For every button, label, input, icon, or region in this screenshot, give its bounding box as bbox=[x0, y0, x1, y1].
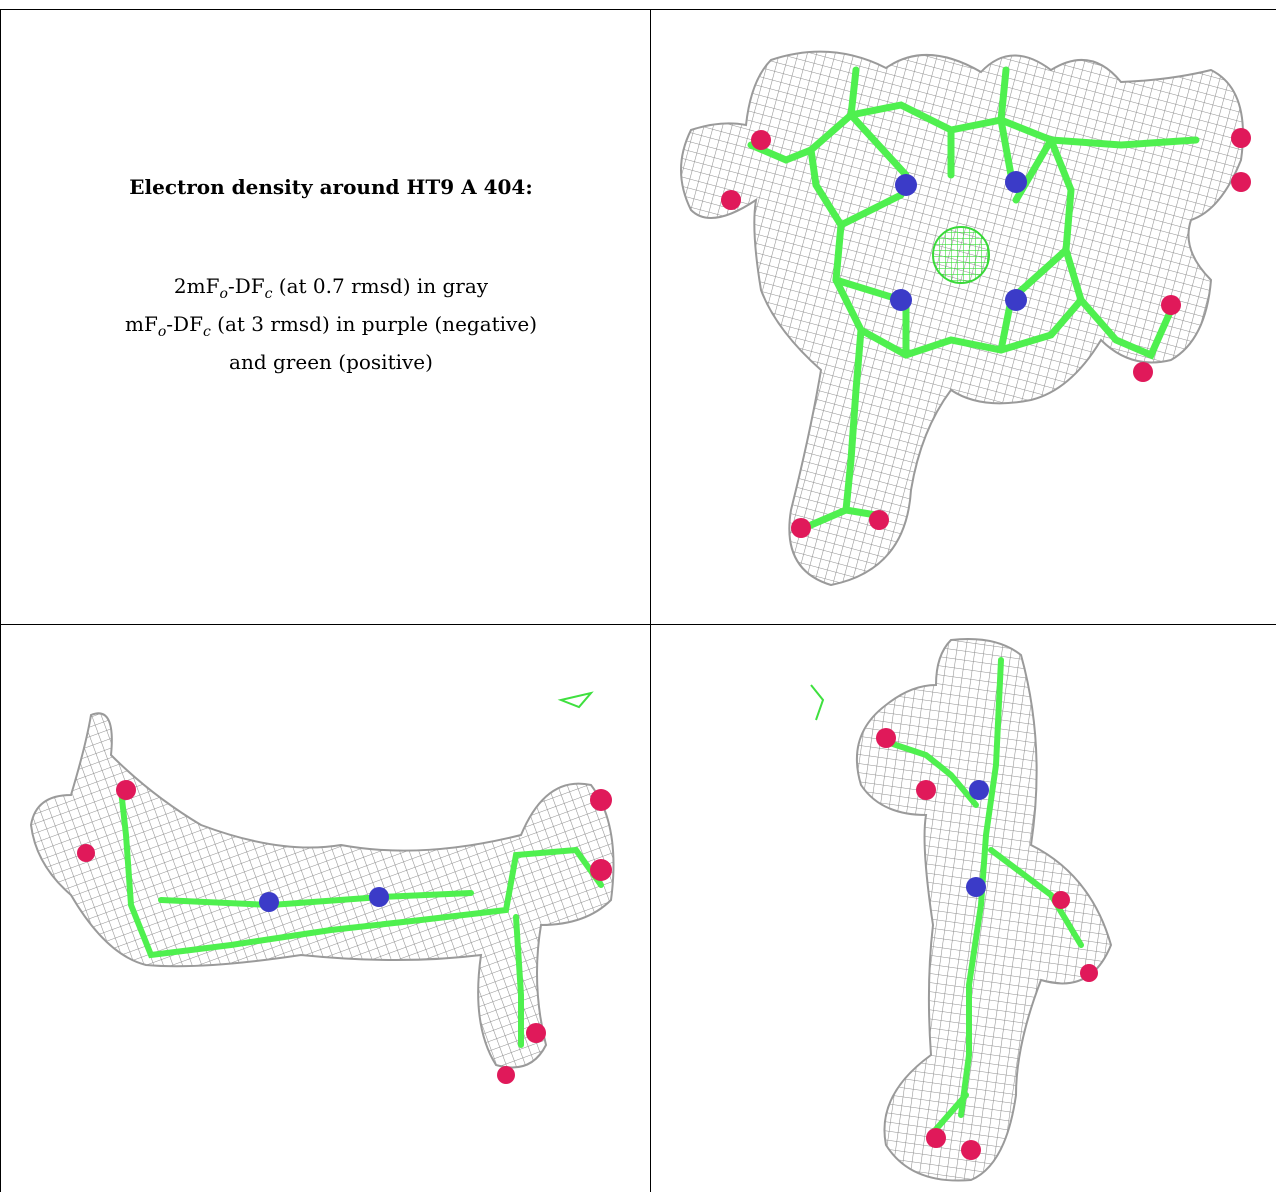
grid-line-left bbox=[0, 9, 1, 1192]
heme-side-view-icon bbox=[29, 691, 615, 1084]
positive-density-blob bbox=[932, 226, 990, 284]
oxygen-atoms-end bbox=[876, 728, 1098, 1160]
caption: Electron density around HT9 A 404: 2mFo-… bbox=[41, 175, 621, 377]
density-panel-face-on bbox=[651, 10, 1275, 623]
grid-line-middle-horizontal bbox=[0, 624, 1276, 625]
legend-line-2fofc: 2mFo-DFc (at 0.7 rmsd) in gray bbox=[173, 274, 489, 302]
caption-cell: Electron density around HT9 A 404: 2mFo-… bbox=[1, 10, 649, 623]
nitrogen-atoms-edge bbox=[259, 887, 389, 912]
caption-legend: 2mFo-DFc (at 0.7 rmsd) in gray mFo-DFc (… bbox=[41, 271, 621, 377]
green-density-fragment bbox=[557, 691, 594, 709]
legend-line-fofc: mFo-DFc (at 3 rmsd) in purple (negative) bbox=[125, 312, 537, 340]
heme-bonds bbox=[747, 66, 1200, 529]
legend-line-colors: and green (positive) bbox=[229, 350, 433, 374]
density-panel-edge-on bbox=[1, 625, 649, 1192]
oxygen-atoms bbox=[721, 128, 1251, 538]
density-panel-end-on bbox=[651, 625, 1275, 1192]
grid-line-top bbox=[0, 9, 1276, 10]
grid-line-middle-vertical bbox=[650, 9, 651, 1192]
oxygen-atoms-edge bbox=[77, 780, 612, 1084]
caption-title: Electron density around HT9 A 404: bbox=[129, 175, 533, 199]
nitrogen-atoms-end bbox=[966, 780, 989, 897]
heme-top-view-icon bbox=[680, 50, 1251, 587]
green-density-fragment-end bbox=[810, 684, 825, 721]
nitrogen-atoms bbox=[890, 171, 1027, 311]
heme-bonds-edge bbox=[118, 787, 604, 1048]
heme-end-view-icon bbox=[810, 638, 1113, 1182]
